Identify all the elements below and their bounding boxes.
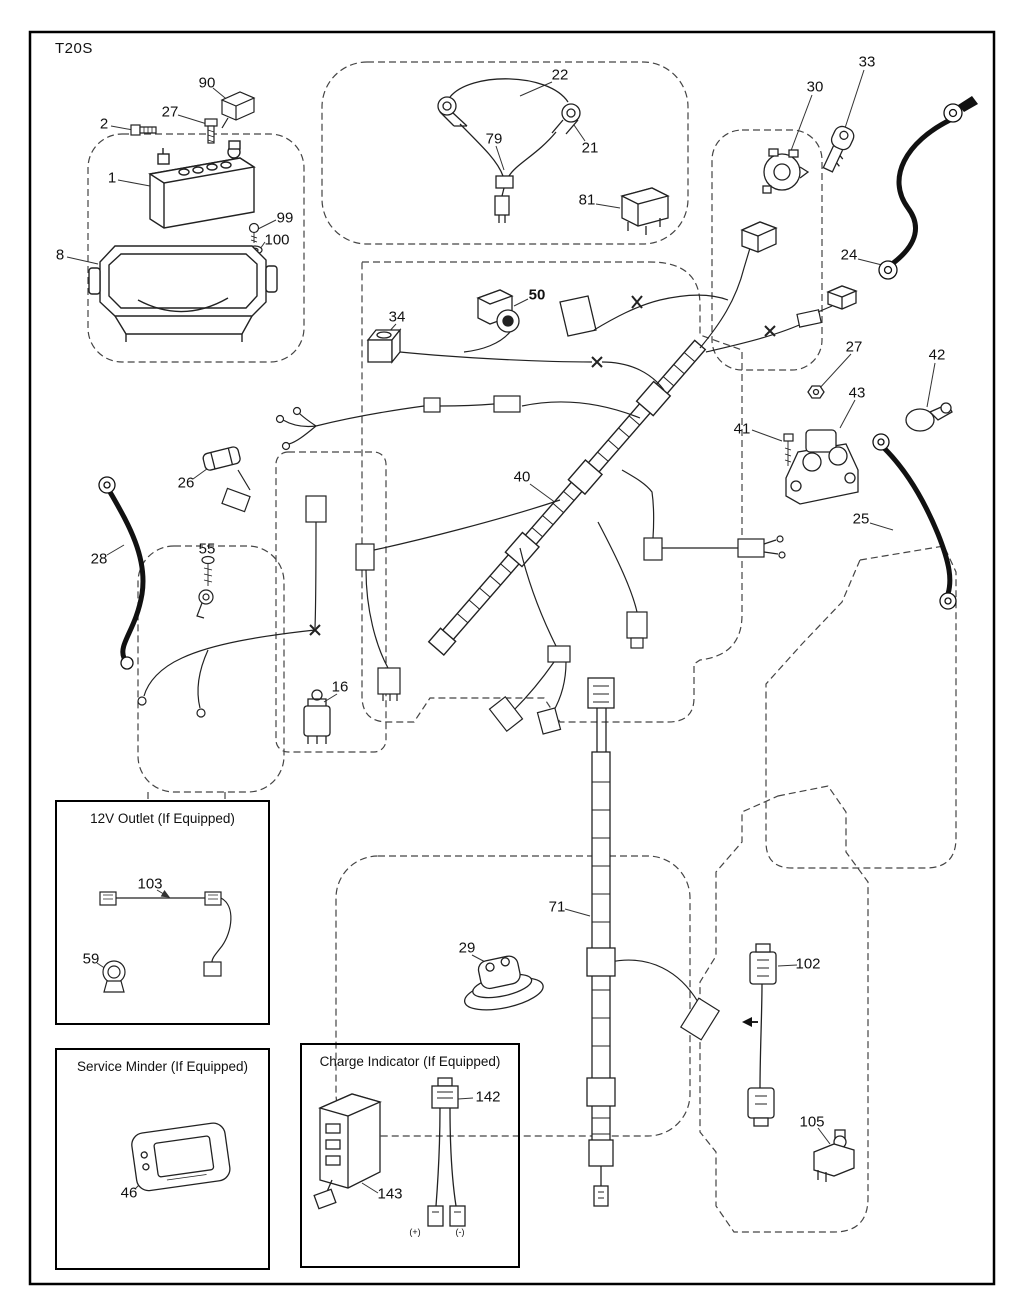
part-label-103: 103 — [137, 875, 163, 893]
fuse-26 — [202, 446, 241, 471]
cable-28 — [98, 476, 146, 670]
inset-charge-indicator-title: Charge Indicator (If Equipped) — [319, 1054, 501, 1069]
part-label-71: 71 — [548, 898, 566, 916]
part-label-46: 46 — [120, 1184, 138, 1202]
battery-tray — [88, 245, 278, 342]
part-label-21: 21 — [581, 139, 599, 157]
part-label-81: 81 — [578, 191, 596, 209]
part-label-50: 50 — [528, 286, 546, 304]
part-label-24: 24 — [840, 246, 858, 264]
battery-cable-24 — [878, 96, 978, 280]
part-label-34: 34 — [388, 308, 406, 326]
relay — [620, 187, 670, 235]
bolt-2 — [130, 124, 157, 136]
dashed-regions — [87, 61, 957, 1233]
inset-charge-indicator: Charge Indicator (If Equipped) — [300, 1043, 520, 1268]
part-label-142: 142 — [475, 1088, 501, 1106]
boot-42 — [905, 402, 953, 432]
outlet-inset-art — [99, 891, 232, 993]
part-label-143: 143 — [377, 1185, 403, 1203]
inset-12v-outlet-title: 12V Outlet (If Equipped) — [90, 811, 235, 826]
part-label-41: 41 — [733, 420, 751, 438]
inset-service-minder-title: Service Minder (If Equipped) — [76, 1059, 249, 1074]
part-label-22: 22 — [551, 66, 569, 84]
minus-terminal-label: (-) — [455, 1227, 465, 1237]
harness-branch-wires — [137, 247, 833, 1041]
battery — [148, 140, 256, 229]
part-label-33: 33 — [858, 53, 876, 71]
main-wiring-harness — [427, 339, 707, 656]
inset-12v-outlet: 12V Outlet (If Equipped) — [55, 800, 270, 1025]
part-label-8: 8 — [55, 246, 65, 264]
seat-switch — [463, 955, 544, 1011]
part-label-29: 29 — [458, 939, 476, 957]
part-label-43: 43 — [848, 384, 866, 402]
connector-under-fuse — [221, 469, 251, 513]
part-label-42: 42 — [928, 346, 946, 364]
part-label-99: 99 — [276, 209, 294, 227]
part-label-1: 1 — [107, 169, 117, 187]
diagram-title: T20S — [55, 40, 93, 57]
part-label-27: 27 — [845, 338, 863, 356]
part-label-28: 28 — [90, 550, 108, 568]
part-label-55: 55 — [198, 540, 216, 558]
part-label-27: 27 — [161, 103, 179, 121]
screw-99 — [248, 222, 260, 243]
part-label-40: 40 — [513, 468, 531, 486]
seat-harness-71 — [586, 677, 616, 1207]
switch-16 — [303, 689, 331, 744]
part-label-30: 30 — [806, 78, 824, 96]
screw-55 — [196, 555, 215, 619]
part-label-2: 2 — [99, 115, 109, 133]
service-minder-art — [131, 1122, 231, 1192]
ground-cable-25 — [872, 433, 957, 610]
nut-27 — [807, 385, 825, 399]
mounting-plate — [559, 295, 597, 337]
part-label-26: 26 — [177, 474, 195, 492]
connector-102 — [742, 943, 777, 1127]
ignition-switch — [762, 148, 810, 194]
connector-right — [826, 285, 858, 310]
plus-terminal-label: (+) — [409, 1227, 421, 1237]
part-label-25: 25 — [852, 510, 870, 528]
switch-34 — [366, 328, 402, 364]
charge-indicator-art — [313, 1077, 466, 1227]
connector-center — [740, 221, 778, 253]
inset-service-minder: Service Minder (If Equipped) — [55, 1048, 270, 1270]
part-label-100: 100 — [264, 231, 290, 249]
connector-90 — [220, 91, 256, 129]
bolt-27 — [204, 118, 218, 144]
switch-50 — [476, 289, 520, 333]
solenoid — [785, 429, 859, 505]
part-label-16: 16 — [331, 678, 349, 696]
headlight-harness — [437, 78, 581, 223]
ignition-key — [822, 125, 855, 173]
leader-lines — [66, 69, 936, 1194]
switch-105 — [813, 1129, 855, 1182]
page-border — [28, 30, 996, 1286]
part-label-90: 90 — [198, 74, 216, 92]
part-label-105: 105 — [799, 1113, 825, 1131]
part-label-59: 59 — [82, 950, 100, 968]
bolt-41 — [783, 433, 794, 466]
part-label-102: 102 — [795, 955, 821, 973]
part-label-79: 79 — [485, 130, 503, 148]
